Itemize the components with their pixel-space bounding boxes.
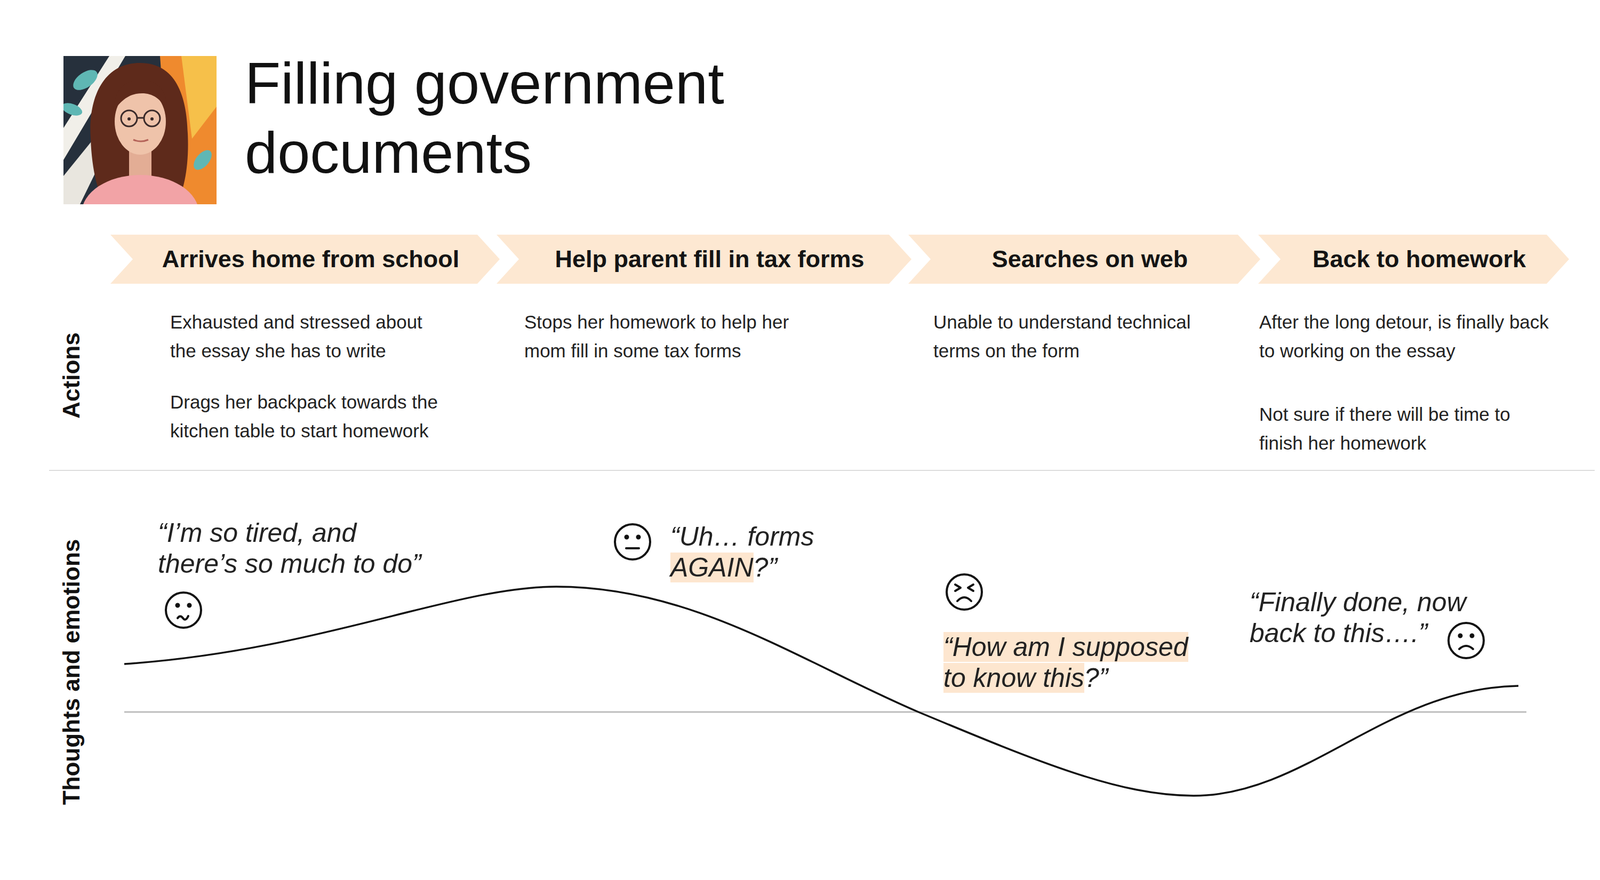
quote-part: ?” (1084, 662, 1108, 693)
stage-title: Searches on web (992, 245, 1189, 274)
confused-face-icon (165, 592, 202, 628)
action-note: Unable to understand technical terms on … (933, 307, 1211, 366)
stage-chevron: Arrives home from school (110, 234, 500, 284)
thought-quote: “How am I supposed to know this?” (943, 631, 1205, 694)
action-note: Stops her homework to help her mom fill … (524, 307, 802, 366)
row-heading: Thoughts and emotions (58, 539, 85, 806)
stage-chevron: Searches on web (908, 234, 1261, 284)
neutral-face-icon (614, 524, 651, 560)
page-title: Filling government documents (244, 48, 757, 188)
portrait-photo (63, 56, 217, 205)
emotion-curve (124, 586, 1519, 796)
action-note: Exhausted and stressed about the essay s… (170, 307, 443, 366)
stage-chevron: Back to homework (1258, 234, 1570, 284)
thought-quote: “I’m so tired, and there’s so much to do… (157, 517, 428, 580)
highlight: AGAIN (670, 552, 754, 583)
section-divider (49, 469, 1595, 471)
stage-title: Back to homework (1312, 245, 1526, 274)
stage-title: Arrives home from school (162, 245, 460, 274)
chevron-fill (1258, 234, 1570, 284)
sad-face-icon (1448, 622, 1484, 659)
row-heading: Actions (58, 332, 85, 419)
baseline (124, 711, 1527, 714)
action-note: After the long detour, is finally back t… (1259, 307, 1556, 366)
thought-quote: “Finally done, now back to this….” (1249, 586, 1479, 649)
chevron-fill (496, 234, 912, 284)
chevron-fill (110, 234, 500, 284)
highlight: “How am I supposed to know this (943, 632, 1189, 693)
angry-face-icon (946, 574, 982, 610)
chevron-fill (908, 234, 1261, 284)
quote-part: “Uh… forms (670, 521, 814, 552)
stage-chevron: Help parent fill in tax forms (496, 234, 912, 284)
action-note: Drags her backpack towards the kitchen t… (170, 387, 443, 446)
thought-quote: “Uh… forms AGAIN?” (670, 521, 831, 583)
stage-title: Help parent fill in tax forms (554, 245, 864, 274)
action-note: Not sure if there will be time to finish… (1259, 400, 1556, 458)
quote-part: ?” (753, 552, 778, 583)
